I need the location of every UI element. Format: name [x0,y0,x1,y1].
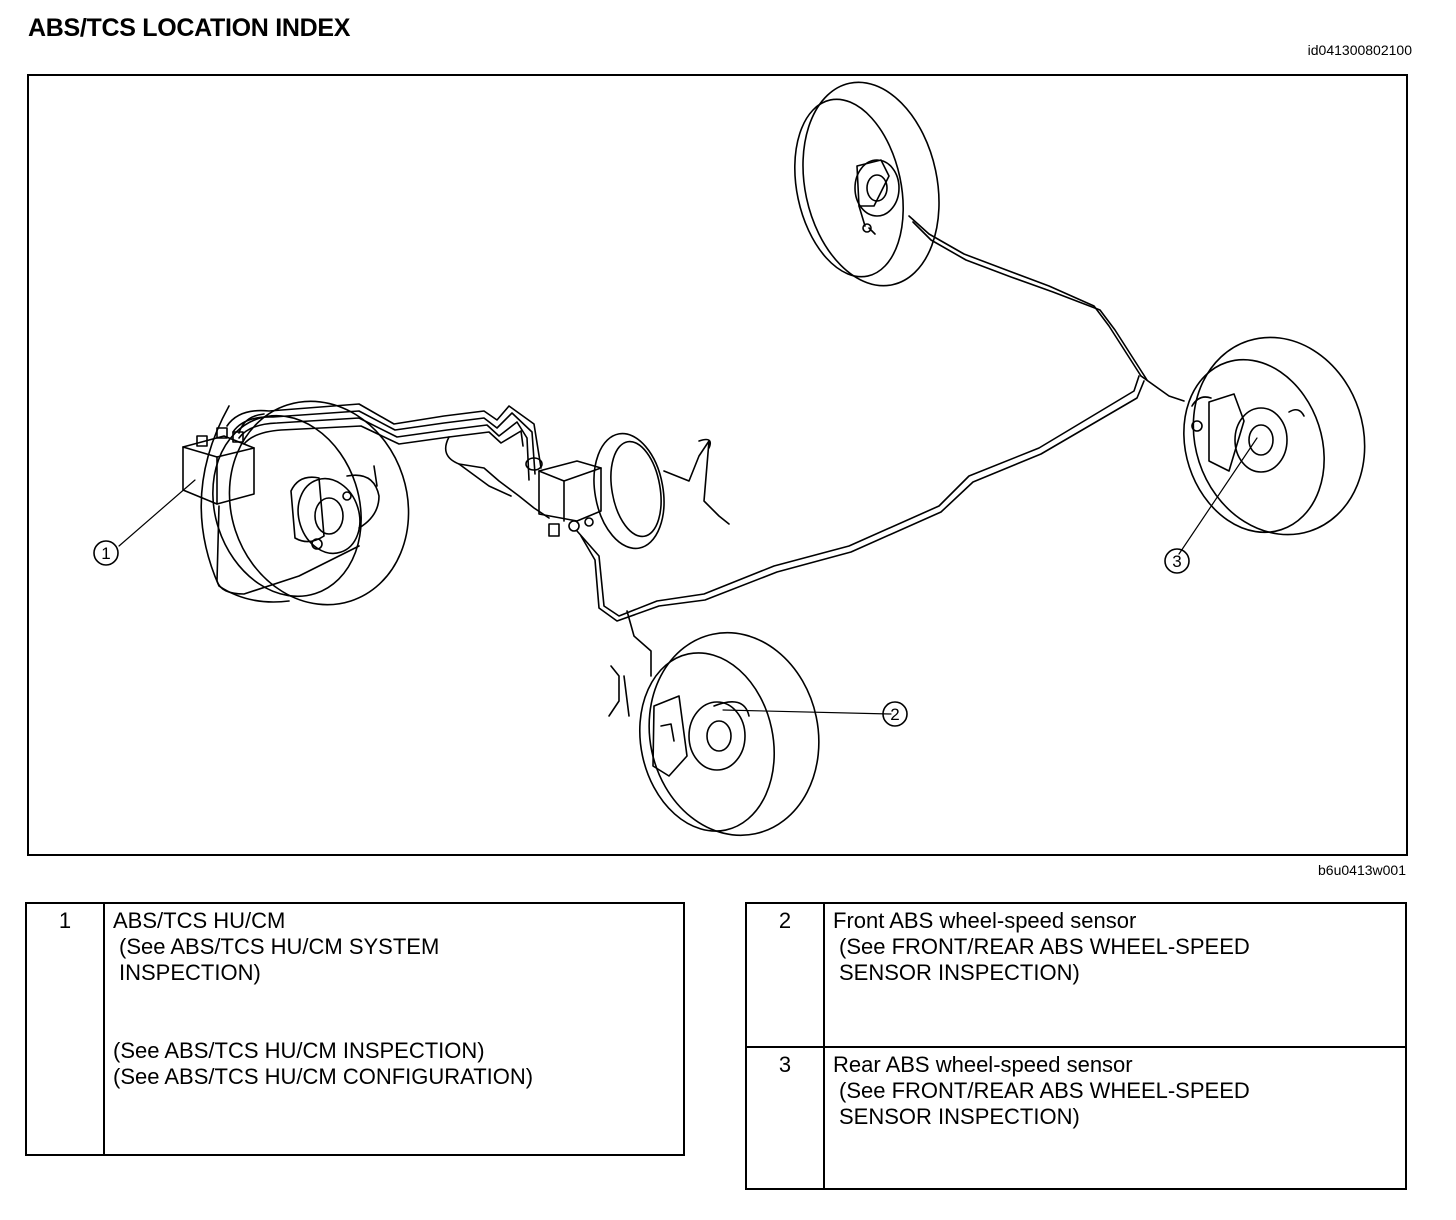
index-number: 1 [25,902,105,1156]
callout-label-2: 2 [890,705,899,724]
page-title: ABS/TCS LOCATION INDEX [28,14,351,42]
component-name: Rear ABS wheel-speed sensor [833,1052,1133,1077]
index-row: 2 Front ABS wheel-speed sensor (See FRON… [745,902,1407,1048]
callout-label-1: 1 [101,544,110,563]
index-number: 3 [745,1046,825,1190]
brake-lines [216,403,550,595]
callout-circles [93,540,1190,727]
diagram-drawing: 1 2 3 [93,81,1366,837]
callout-leaders [118,437,1258,715]
index-row: 3 Rear ABS wheel-speed sensor (See FRONT… [745,1046,1407,1190]
document-id: id041300802100 [1307,42,1412,58]
abs-tcs-location-diagram: 1 2 3 [27,74,1408,856]
index-row: 1 ABS/TCS HU/CM (See ABS/TCS HU/CM SYSTE… [25,902,685,1156]
index-entry: Front ABS wheel-speed sensor (See FRONT/… [823,902,1407,1048]
inspection-reference[interactable]: (See FRONT/REAR ABS WHEEL-SPEED SENSOR I… [839,934,1250,985]
inspection-reference[interactable]: (See FRONT/REAR ABS WHEEL-SPEED SENSOR I… [839,1078,1250,1129]
callout-circle-1 [93,540,119,566]
index-entry: ABS/TCS HU/CM (See ABS/TCS HU/CM SYSTEM … [103,902,685,1156]
component-name: Front ABS wheel-speed sensor [833,908,1137,933]
configuration-reference[interactable]: (See ABS/TCS HU/CM CONFIGURATION) [113,1064,534,1089]
rear-right-wheel [1183,336,1366,536]
front-right-wheel [608,631,820,837]
index-number: 2 [745,902,825,1048]
callout-circle-2 [882,701,908,727]
location-index-table-right: 2 Front ABS wheel-speed sensor (See FRON… [745,902,1407,1190]
callout-label-3: 3 [1172,552,1181,571]
location-index-table-left: 1 ABS/TCS HU/CM (See ABS/TCS HU/CM SYSTE… [25,902,685,1156]
master-cylinder-booster [525,432,730,550]
index-entry: Rear ABS wheel-speed sensor (See FRONT/R… [823,1046,1407,1190]
rear-left-wheel [794,81,940,287]
callout-circle-3 [1164,548,1190,574]
inspection-reference[interactable]: (See ABS/TCS HU/CM SYSTEM INSPECTION) [119,934,440,985]
inspection-reference[interactable]: (See ABS/TCS HU/CM INSPECTION) [113,1038,485,1063]
figure-id: b6u0413w001 [1318,862,1406,878]
component-name: ABS/TCS HU/CM [113,908,286,933]
